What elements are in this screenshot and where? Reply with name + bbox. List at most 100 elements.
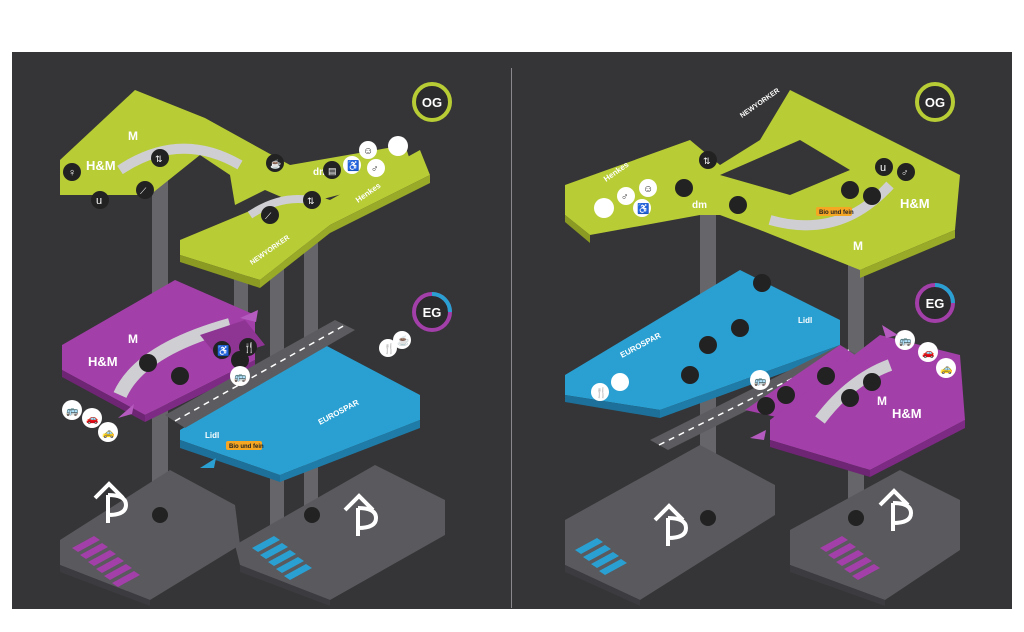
svg-text:🚌: 🚌 xyxy=(754,376,767,387)
parking-icon[interactable]: ▤ xyxy=(323,161,341,179)
elevator-icon[interactable] xyxy=(841,389,859,407)
panel-divider xyxy=(511,68,512,608)
wheelchair-icon[interactable] xyxy=(777,386,795,404)
cm-badge[interactable] xyxy=(388,136,408,156)
svg-text:⇅: ⇅ xyxy=(703,156,711,166)
parking-deck-center xyxy=(565,445,775,606)
svg-text:🚌: 🚌 xyxy=(234,372,247,383)
car-icon[interactable]: 🚗 xyxy=(82,408,102,428)
wheelchair-icon[interactable]: ♿ xyxy=(343,156,361,174)
car-icon[interactable]: 🚗 xyxy=(918,342,938,362)
escalator-icon[interactable] xyxy=(863,187,881,205)
store-m[interactable]: M xyxy=(853,239,863,253)
elevator-icon[interactable] xyxy=(231,351,249,369)
parking-spaces xyxy=(252,536,312,580)
family-icon[interactable]: ☺ xyxy=(639,179,657,197)
notice-text: Bio und fein xyxy=(819,210,854,216)
elevator-icon[interactable]: ⇅ xyxy=(699,151,717,169)
store-dm[interactable]: dm xyxy=(313,167,328,178)
store-hm[interactable]: H&M xyxy=(88,354,118,369)
store-m[interactable]: M xyxy=(128,332,138,346)
svg-text:♿: ♿ xyxy=(347,159,359,172)
restaurant-icon[interactable]: 🍴 xyxy=(591,383,609,401)
parking-icon[interactable] xyxy=(675,179,693,197)
toilet-icon[interactable]: ♂ xyxy=(367,159,385,177)
store-hm[interactable]: H&M xyxy=(892,406,922,421)
parking-spaces xyxy=(575,538,627,575)
svg-text:☺: ☺ xyxy=(363,146,373,157)
wheelchair-icon[interactable]: ♿ xyxy=(633,199,651,217)
cafe-icon[interactable]: ☕ xyxy=(393,331,411,349)
svg-text:🍴: 🍴 xyxy=(383,342,395,355)
cafe-icon[interactable] xyxy=(611,373,629,391)
svg-text:🚌: 🚌 xyxy=(899,336,912,347)
store-lidl[interactable]: Lidl xyxy=(205,431,219,440)
bus-icon[interactable]: 🚌 xyxy=(62,400,82,420)
svg-text:⟋: ⟋ xyxy=(140,186,147,196)
store-newyorker[interactable]: NEWYORKER xyxy=(739,87,781,119)
escalator-icon[interactable] xyxy=(139,354,157,372)
store-dm[interactable]: dm xyxy=(692,200,707,211)
store-m[interactable]: M xyxy=(877,394,887,408)
toilet-icon[interactable]: ♂ xyxy=(617,187,635,205)
store-hm[interactable]: H&M xyxy=(86,158,116,173)
svg-text:☕: ☕ xyxy=(270,158,281,169)
bus-icon[interactable]: 🚌 xyxy=(895,330,915,350)
family-icon[interactable]: ☺ xyxy=(359,141,377,159)
wheelchair-icon[interactable]: ♿ xyxy=(213,341,231,359)
svg-text:♂: ♂ xyxy=(621,192,629,203)
parking-icon xyxy=(93,481,129,523)
cafe-icon[interactable] xyxy=(729,196,747,214)
cafe-icon[interactable] xyxy=(753,274,771,292)
elevator-icon[interactable] xyxy=(700,510,716,526)
elevator-icon[interactable]: ⇅ xyxy=(303,191,321,209)
elevator-icon[interactable]: ⇅ xyxy=(151,149,169,167)
elevator-icon[interactable] xyxy=(848,510,864,526)
store-m[interactable]: M xyxy=(128,129,138,143)
escalator-icon[interactable]: ⟋ xyxy=(136,181,154,199)
left-panel: H&M H&M NEWYORKER Henkes dm CM Lidl EURO… xyxy=(60,82,452,606)
cafe-icon[interactable] xyxy=(681,366,699,384)
restaurant-icon[interactable]: 🍴 xyxy=(379,339,397,357)
bus-icon[interactable]: 🚌 xyxy=(750,370,770,390)
notice-tag: Bio und fein xyxy=(226,441,264,450)
svg-text:🚕: 🚕 xyxy=(102,428,114,439)
escalator-icon[interactable] xyxy=(731,319,749,337)
entrance-arrow xyxy=(750,430,766,440)
taxi-icon[interactable]: 🚕 xyxy=(98,422,118,442)
cafe-icon[interactable]: ☕ xyxy=(266,154,284,172)
level-badge-eg: EG xyxy=(412,292,452,332)
ground-floor-west-wing xyxy=(62,280,265,422)
entrance-arrow xyxy=(200,458,216,468)
cafe-icon[interactable] xyxy=(817,367,835,385)
bus-icon[interactable]: 🚌 xyxy=(230,366,250,386)
escalator-icon[interactable]: ⟋ xyxy=(261,206,279,224)
parking-icon xyxy=(343,493,379,536)
parking-deck-left xyxy=(60,470,240,606)
cm-badge[interactable] xyxy=(594,198,614,218)
toilet-icon[interactable]: ♂ xyxy=(897,163,915,181)
elevator-icon[interactable] xyxy=(699,336,717,354)
entrance-arrow xyxy=(648,392,662,402)
elevator-icon[interactable] xyxy=(152,507,168,523)
store-hm[interactable]: H&M xyxy=(900,196,930,211)
parking-icon xyxy=(878,488,914,531)
entrance-arrow xyxy=(118,404,134,418)
parking-spaces xyxy=(820,536,880,580)
info-icon[interactable]: u xyxy=(91,191,109,209)
elevator-icon[interactable] xyxy=(304,507,320,523)
parking-spaces xyxy=(72,536,140,587)
cafe-icon[interactable] xyxy=(171,367,189,385)
notice-tag: Bio und fein xyxy=(816,207,854,216)
store-lidl[interactable]: Lidl xyxy=(798,316,812,325)
restaurant-icon[interactable] xyxy=(757,397,775,415)
toilet-icon[interactable]: ♀ xyxy=(63,163,81,181)
escalator-icon[interactable] xyxy=(863,373,881,391)
restaurant-icon[interactable]: 🍴 xyxy=(239,338,257,356)
svg-text:⟋: ⟋ xyxy=(265,211,272,221)
taxi-icon[interactable]: 🚕 xyxy=(936,358,956,378)
level-label: EG xyxy=(926,296,945,311)
elevator-icon[interactable] xyxy=(841,181,859,199)
info-icon[interactable]: u xyxy=(875,158,893,176)
